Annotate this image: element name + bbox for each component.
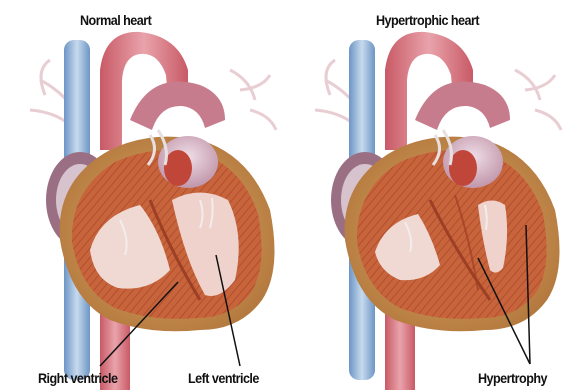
- hypertrophy-label: Hypertrophy: [478, 370, 547, 386]
- normal-heart-illustration: [30, 32, 276, 390]
- normal-heart-title: Normal heart: [80, 12, 151, 28]
- hypertrophic-heart-title: Hypertrophic heart: [376, 12, 479, 28]
- right-ventricle-label: Right ventricle: [38, 370, 117, 386]
- left-ventricle-label: Left ventricle: [188, 370, 259, 386]
- hypertrophic-heart-illustration: [315, 32, 561, 390]
- hypertrophic-pulmonary-artery: [415, 82, 510, 130]
- normal-pulmonary-artery: [130, 82, 225, 130]
